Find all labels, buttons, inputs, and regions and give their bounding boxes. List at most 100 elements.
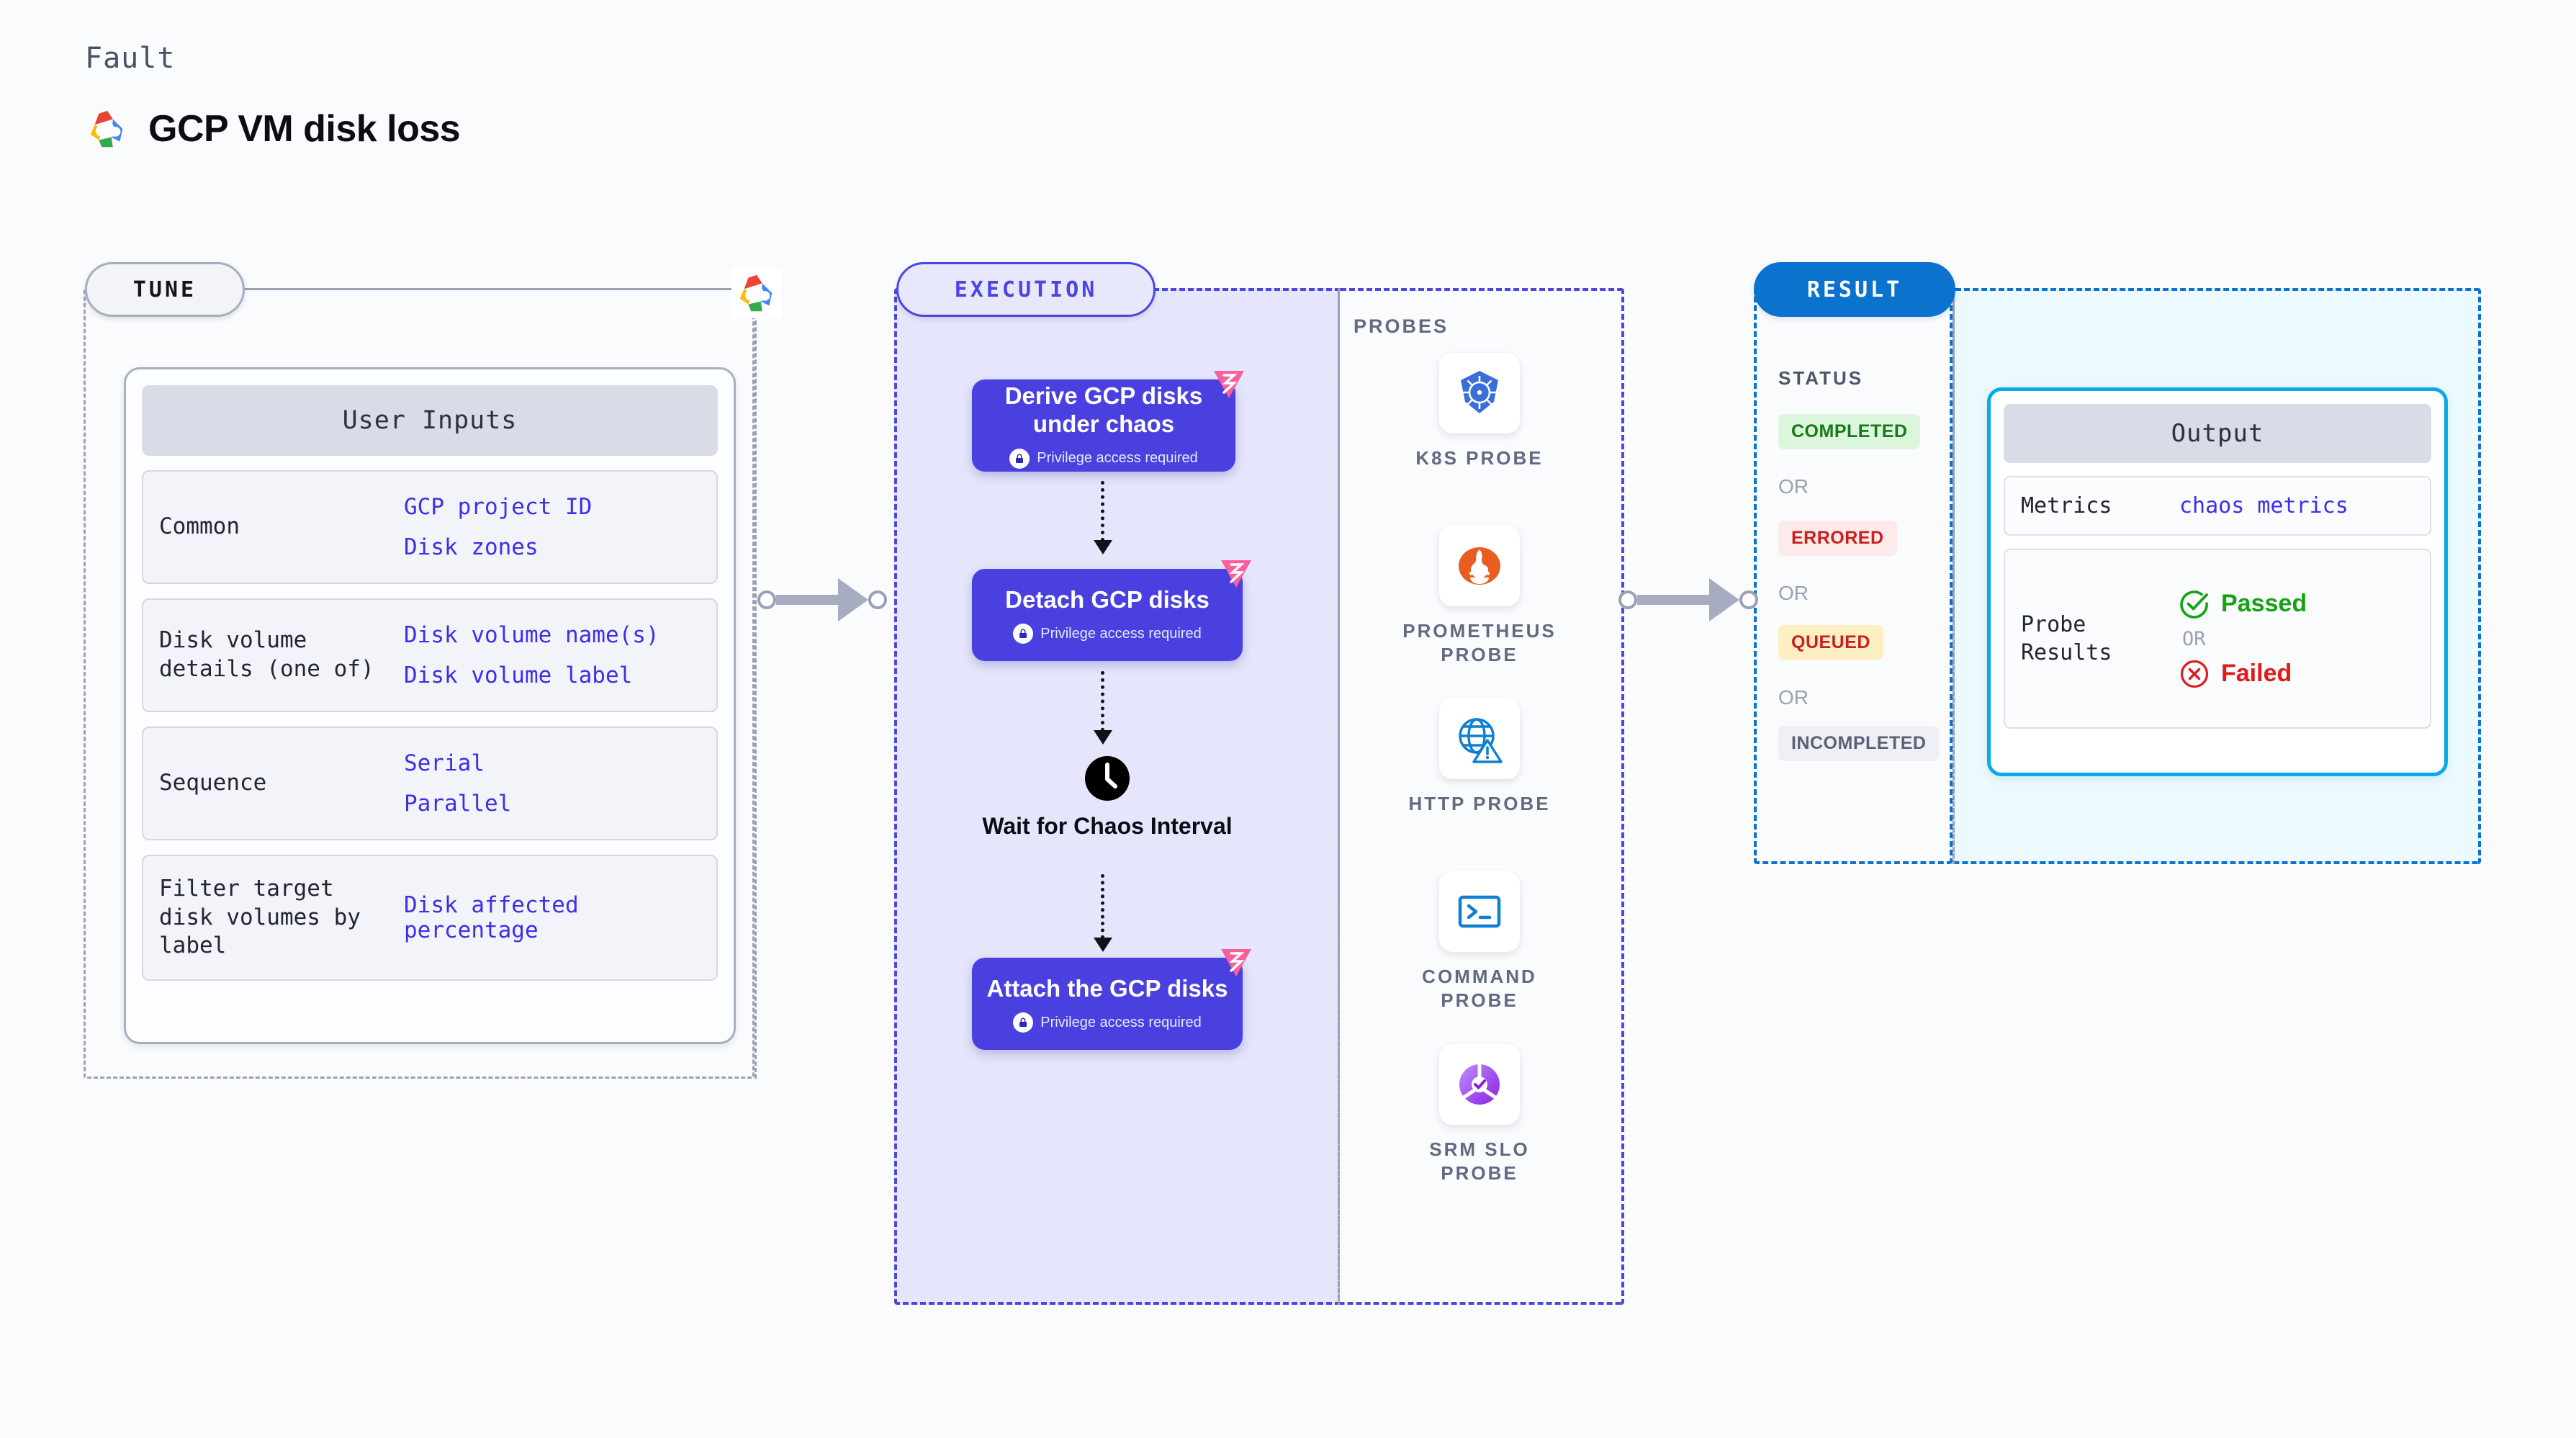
status-badge-errored: ERRORED [1778,521,1897,556]
x-circle-icon [2179,659,2210,689]
lock-icon [1013,624,1034,644]
probes-region [1338,288,1624,1305]
probe-item[interactable]: K8S PROBE [1397,353,1562,470]
probe-item[interactable]: COMMAND PROBE [1397,871,1562,1012]
probe-results-label: Probe Results [2021,612,2112,665]
tune-pill-label[interactable]: TUNE [85,262,245,317]
probe-result-or-label: OR [2182,627,2206,650]
user-input-row: Filter target disk volumes by label Disk… [142,855,718,981]
execution-node-title: Derive GCP disks under chaos [1004,382,1203,437]
user-input-value[interactable]: Serial [404,750,485,776]
flow-connector-line [1101,481,1104,542]
execution-node[interactable]: Derive GCP disks under chaos Privilege a… [972,371,1244,472]
output-row-probe-results: Probe Results Passed OR [2004,549,2431,729]
probes-title: PROBES [1354,315,1449,337]
prometheus-icon [1439,526,1520,606]
connector-arrowhead-icon [1709,578,1739,621]
clock-icon [1084,755,1131,802]
passed-label: Passed [2221,590,2307,617]
user-input-value[interactable]: Disk volume label [404,662,633,688]
terminal-icon [1439,871,1520,952]
user-inputs-card: User Inputs Common GCP project ID Disk z… [124,367,736,1044]
output-card: Output Metrics chaos metrics Probe Resul… [1987,387,2448,776]
check-circle-icon [2179,589,2210,619]
connector-start-dot [1618,590,1637,609]
probe-result-passed: Passed [2179,589,2307,619]
user-input-values: Disk affected percentage [404,893,701,942]
user-input-row: Sequence Serial Parallel [142,727,718,840]
execution-node[interactable]: Detach GCP disks Privilege access requir… [972,560,1251,661]
execution-node[interactable]: Attach the GCP disks Privilege access re… [972,949,1251,1050]
connector-end-dot [868,590,887,609]
user-input-label: Filter target disk volumes by label [159,876,361,959]
user-input-value[interactable]: GCP project ID [404,493,593,520]
wait-for-chaos-interval: Wait for Chaos Interval [972,755,1243,840]
harness-badge-icon [1217,553,1256,592]
metrics-value[interactable]: chaos metrics [2179,493,2348,518]
probe-label: SRM SLO PROBE [1429,1138,1530,1184]
result-inner-divider [1953,288,1955,864]
flow-arrow-icon [1094,540,1112,554]
probe-results-values: Passed OR Failed [2179,589,2307,689]
probe-label: HTTP PROBE [1408,793,1551,814]
user-input-value[interactable]: Disk volume name(s) [404,621,659,648]
page-title: GCP VM disk loss [148,108,461,150]
status-title: STATUS [1778,367,1864,389]
user-input-values: Disk volume name(s) Disk volume label [404,623,659,688]
privilege-note: Privilege access required [1013,624,1202,644]
user-input-label: Common [159,513,240,540]
user-input-label: Disk volume details (one of) [159,627,374,682]
flow-connector-line [1101,874,1104,939]
user-input-row: Common GCP project ID Disk zones [142,470,718,584]
execution-pill-label[interactable]: EXECUTION [896,262,1156,317]
status-or-label: OR [1778,582,1809,604]
probe-item[interactable]: PROMETHEUS PROBE [1397,526,1562,666]
result-pill-label[interactable]: RESULT [1754,262,1955,317]
page-title-row: GCP VM disk loss [85,107,461,151]
status-badge-queued: QUEUED [1778,625,1883,660]
connector-line [1637,595,1709,605]
connector-line [776,595,838,605]
user-inputs-title: User Inputs [142,385,718,456]
privilege-note-text: Privilege access required [1040,1014,1202,1030]
harness-badge-icon [1210,364,1248,403]
flow-arrow-icon [1094,730,1112,745]
gcp-logo-icon [85,107,130,151]
output-card-title: Output [2004,404,2431,463]
connector-end-dot [1739,590,1758,609]
privilege-note: Privilege access required [1013,1012,1202,1033]
execution-node-title: Attach the GCP disks [986,974,1228,1002]
flow-connector-line [1101,671,1104,732]
probe-item[interactable]: SRM SLO PROBE [1397,1044,1562,1185]
probe-label: K8S PROBE [1415,447,1544,469]
privilege-note: Privilege access required [1009,448,1198,469]
lock-icon [1009,448,1030,469]
tune-provider-icon [731,268,782,318]
http-globe-warning-icon [1439,698,1520,779]
user-input-values: Serial Parallel [404,751,511,816]
result-status-region [1754,288,1953,864]
probes-left-divider [1338,288,1340,1305]
user-input-row: Disk volume details (one of) Disk volume… [142,598,718,712]
status-or-label: OR [1778,475,1809,498]
probe-item[interactable]: HTTP PROBE [1397,698,1562,816]
user-input-value[interactable]: Parallel [404,791,512,817]
page-eyebrow: Fault [85,42,176,75]
output-row-metrics: Metrics chaos metrics [2004,476,2431,536]
privilege-note-text: Privilege access required [1040,625,1202,642]
tune-top-dashed-line [245,288,736,290]
connector-start-dot [757,590,776,609]
user-input-value[interactable]: Disk zones [404,534,539,560]
execution-node-title: Detach GCP disks [1005,585,1210,613]
probe-label: PROMETHEUS PROBE [1402,620,1557,665]
connector-tune-to-execution [757,578,887,621]
user-input-values: GCP project ID Disk zones [404,495,592,560]
metrics-label: Metrics [2021,493,2112,518]
user-input-value[interactable]: Disk affected percentage [404,892,579,943]
status-or-label: OR [1778,686,1809,709]
harness-badge-icon [1217,942,1256,981]
probe-label: COMMAND PROBE [1422,966,1537,1011]
connector-arrowhead-icon [838,578,868,621]
status-badge-completed: COMPLETED [1778,414,1921,449]
